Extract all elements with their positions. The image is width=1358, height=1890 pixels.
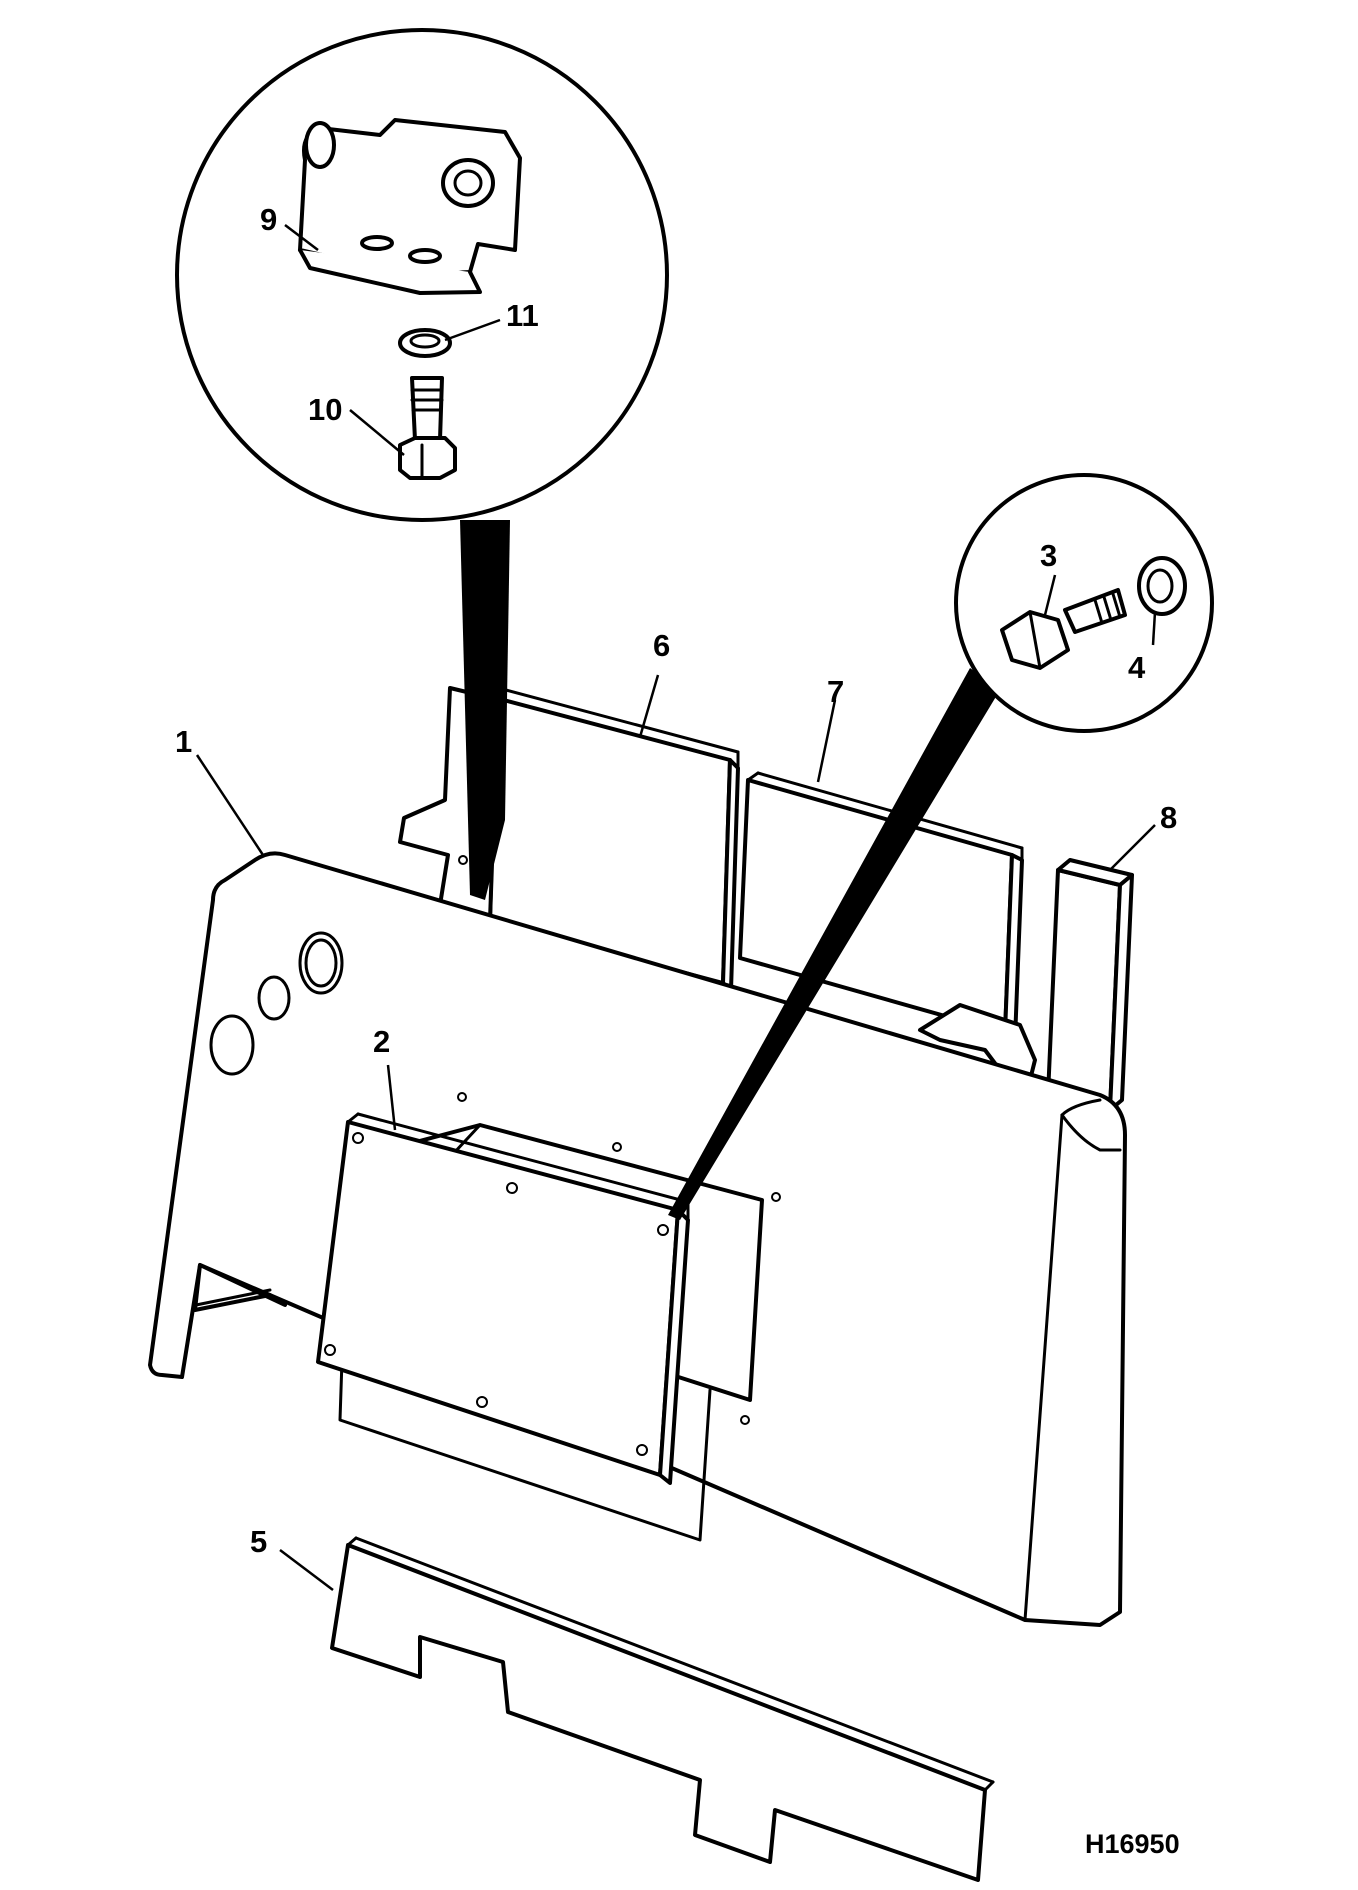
part-4-washer [1137,556,1187,616]
label-part-7: 7 [827,674,844,709]
label-part-6: 6 [653,628,670,663]
bolt-detail-callout [668,473,1214,1220]
part-11-washer [398,328,452,358]
label-part-11: 11 [506,298,539,333]
part-5-bottom-strip [330,1536,995,1882]
leader-lines [195,224,1157,1591]
label-part-4: 4 [1128,650,1146,685]
part-3-bolt [1000,588,1127,670]
part-9-hinge [298,118,522,295]
label-part-5: 5 [250,1524,267,1559]
hinge-detail-callout [175,28,669,900]
part-2-cover-panel [316,1112,690,1485]
label-part-10: 10 [308,392,342,427]
part-10-bolt [398,376,457,480]
part-number-labels: 1 2 3 4 5 6 7 8 9 10 11 [175,202,1177,1559]
label-part-3: 3 [1040,538,1057,573]
part-8-post [1046,858,1134,1112]
label-part-2: 2 [373,1024,390,1059]
label-part-9: 9 [260,202,277,237]
label-part-8: 8 [1160,800,1177,835]
label-part-1: 1 [175,724,192,759]
drawing-reference-number: H16950 [1085,1829,1180,1859]
